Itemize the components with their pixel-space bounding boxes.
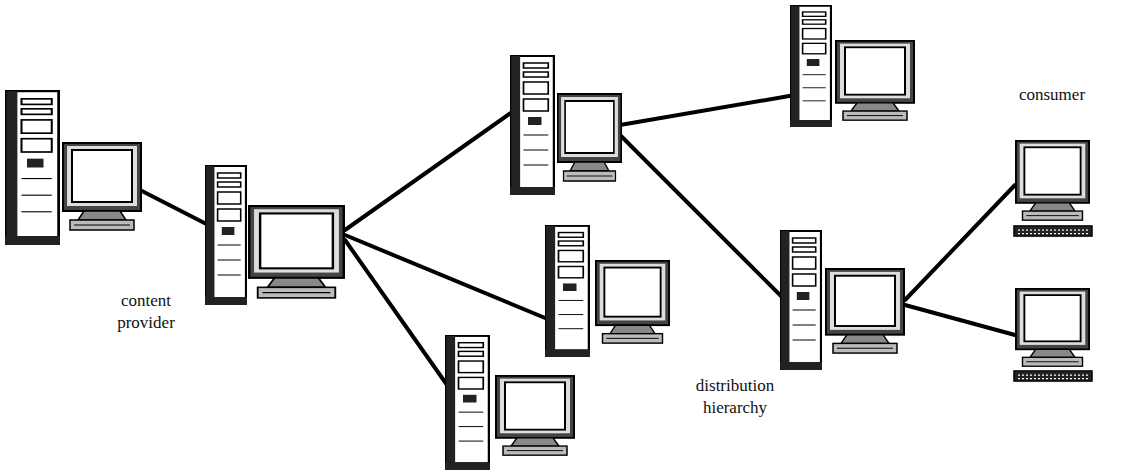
text-label: content provider	[101, 290, 191, 334]
text-label: consumer	[997, 84, 1107, 106]
server-computer	[5, 6, 914, 470]
text-label: distribution hierarchy	[678, 375, 793, 419]
consumer-computer	[1014, 141, 1092, 381]
network-link	[140, 95, 1015, 392]
